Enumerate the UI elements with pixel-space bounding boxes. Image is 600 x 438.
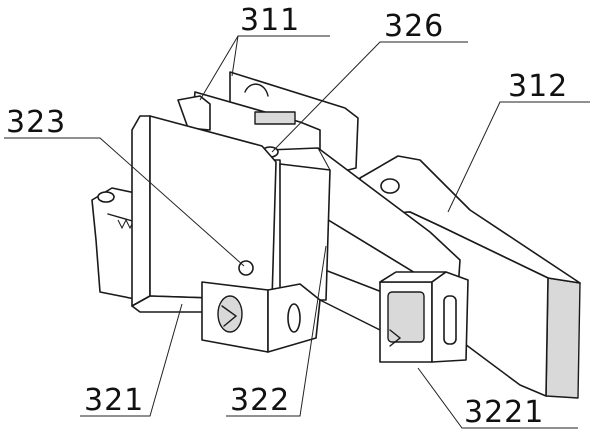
label-311: 311 [240, 3, 300, 38]
leader-3221 [417, 367, 578, 429]
leader-lines [4, 35, 590, 429]
block-side-hole [287, 303, 301, 333]
lever-plate-face [279, 163, 331, 301]
tube-hook [389, 329, 402, 347]
lower-block [201, 281, 321, 353]
rear-slot [254, 111, 296, 125]
label-326: 326 [384, 9, 444, 44]
label-321: 321 [84, 383, 144, 418]
leader-321 [80, 303, 183, 417]
leader-326 [271, 41, 468, 153]
rear-plate-tab [177, 95, 211, 131]
lever-edge-line [317, 147, 331, 171]
tube-side-slot [443, 295, 457, 345]
label-322: 322 [230, 383, 290, 418]
label-3221: 3221 [464, 395, 544, 430]
label-323: 323 [6, 105, 66, 140]
left-bracket-hole [97, 191, 115, 203]
leader-311-b [231, 35, 239, 77]
leader-322 [226, 245, 327, 417]
front-plate-321 [131, 115, 277, 313]
label-312: 312 [508, 69, 568, 104]
square-tube-3221 [379, 271, 469, 363]
arm-hole [380, 178, 400, 194]
tube-opening [387, 291, 425, 343]
arm-end-face [545, 277, 581, 399]
front-plate-edge [131, 115, 151, 307]
rear-clip [244, 83, 269, 97]
block-hole [217, 295, 243, 333]
block-hook [221, 305, 238, 327]
front-plate-face [149, 115, 277, 301]
leader-323 [4, 137, 245, 267]
leader-312 [447, 101, 590, 213]
